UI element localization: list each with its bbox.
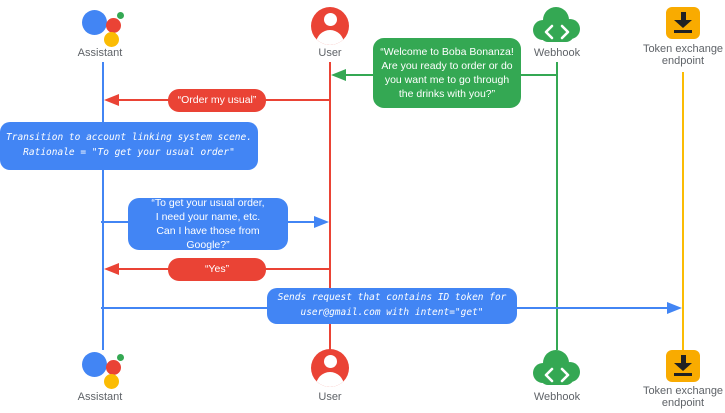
user-icon [311,7,349,45]
message-order-my-usual: “Order my usual” [168,89,266,112]
actor-label-user-top: User [318,47,342,59]
arrowhead-icon [331,69,346,81]
actor-label-user-bottom: User [318,391,342,403]
webhook-lifeline [556,62,558,350]
assistant-icon [76,348,124,390]
arrowhead-icon [314,216,329,228]
actor-label-token-endpoint-top: Token exchange endpoint [642,43,724,67]
message-welcome: “Welcome to Boba Bonanza! Are you ready … [373,38,521,108]
token-endpoint-icon [666,350,700,382]
message-send-id-token-request: Sends request that contains ID token for… [267,288,517,324]
message-yes: “Yes” [168,258,266,281]
webhook-icon [533,350,580,385]
arrowhead-icon [104,94,119,106]
token-endpoint-icon [666,7,700,39]
webhook-icon [533,7,580,42]
actor-label-token-endpoint-bottom: Token exchange endpoint [642,385,724,409]
message-transition-account-linking: Transition to account linking system sce… [0,122,258,170]
actor-label-webhook-bottom: Webhook [533,391,581,403]
arrowhead-icon [104,263,119,275]
token-endpoint-lifeline [682,72,684,350]
arrowhead-icon [667,302,682,314]
actor-label-webhook-top: Webhook [533,47,581,59]
user-icon [311,349,349,387]
actor-label-assistant-top: Assistant [77,47,123,59]
message-ask-for-info: “To get your usual order, I need your na… [128,197,288,251]
actor-label-assistant-bottom: Assistant [77,391,123,403]
user-lifeline [329,62,331,350]
assistant-lifeline [102,62,104,350]
assistant-icon [76,6,124,48]
